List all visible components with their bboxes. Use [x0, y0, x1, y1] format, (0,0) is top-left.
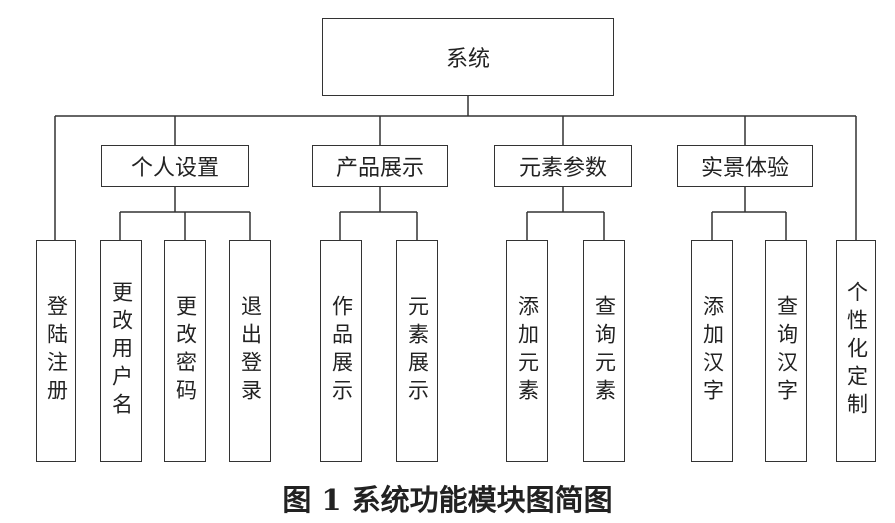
leaf-label: 登陆注册: [44, 295, 69, 407]
leaf-label: 作品展示: [329, 295, 354, 407]
leaf-node-add-element: 添加元素: [506, 240, 548, 462]
group-label: 个人设置: [130, 156, 219, 181]
leaf-label: 更改用户名: [109, 281, 134, 421]
figure-caption: 图 1 系统功能模块图简图: [282, 483, 613, 517]
leaf-node-personalized-customization: 个性化定制: [836, 240, 876, 462]
leaf-node-elements-display: 元素展示: [396, 240, 438, 462]
group-node-personal-settings: 个人设置: [101, 145, 249, 187]
group-node-scene-experience: 实景体验: [677, 145, 813, 187]
leaf-node-add-hanzi: 添加汉字: [691, 240, 733, 462]
leaf-node-query-element: 查询元素: [583, 240, 625, 462]
leaf-label: 个性化定制: [844, 281, 869, 421]
leaf-label: 查询汉字: [774, 295, 799, 407]
leaf-label: 查询元素: [592, 295, 617, 407]
leaf-label: 更改密码: [173, 295, 198, 407]
root-label: 系统: [445, 47, 490, 72]
leaf-node-logout: 退出登录: [229, 240, 271, 462]
leaf-label: 元素展示: [405, 295, 430, 407]
leaf-node-works-display: 作品展示: [320, 240, 362, 462]
leaf-node-query-hanzi: 查询汉字: [765, 240, 807, 462]
leaf-label: 退出登录: [238, 295, 263, 407]
leaf-label: 添加元素: [515, 295, 540, 407]
group-label: 实景体验: [700, 156, 789, 181]
group-label: 产品展示: [335, 156, 424, 181]
leaf-node-change-password: 更改密码: [164, 240, 206, 462]
root-node: 系统: [322, 18, 614, 96]
leaf-node-login-register: 登陆注册: [36, 240, 76, 462]
group-label: 元素参数: [518, 156, 607, 181]
group-node-product-display: 产品展示: [312, 145, 448, 187]
group-node-element-params: 元素参数: [494, 145, 632, 187]
leaf-node-change-username: 更改用户名: [100, 240, 142, 462]
leaf-label: 添加汉字: [700, 295, 725, 407]
